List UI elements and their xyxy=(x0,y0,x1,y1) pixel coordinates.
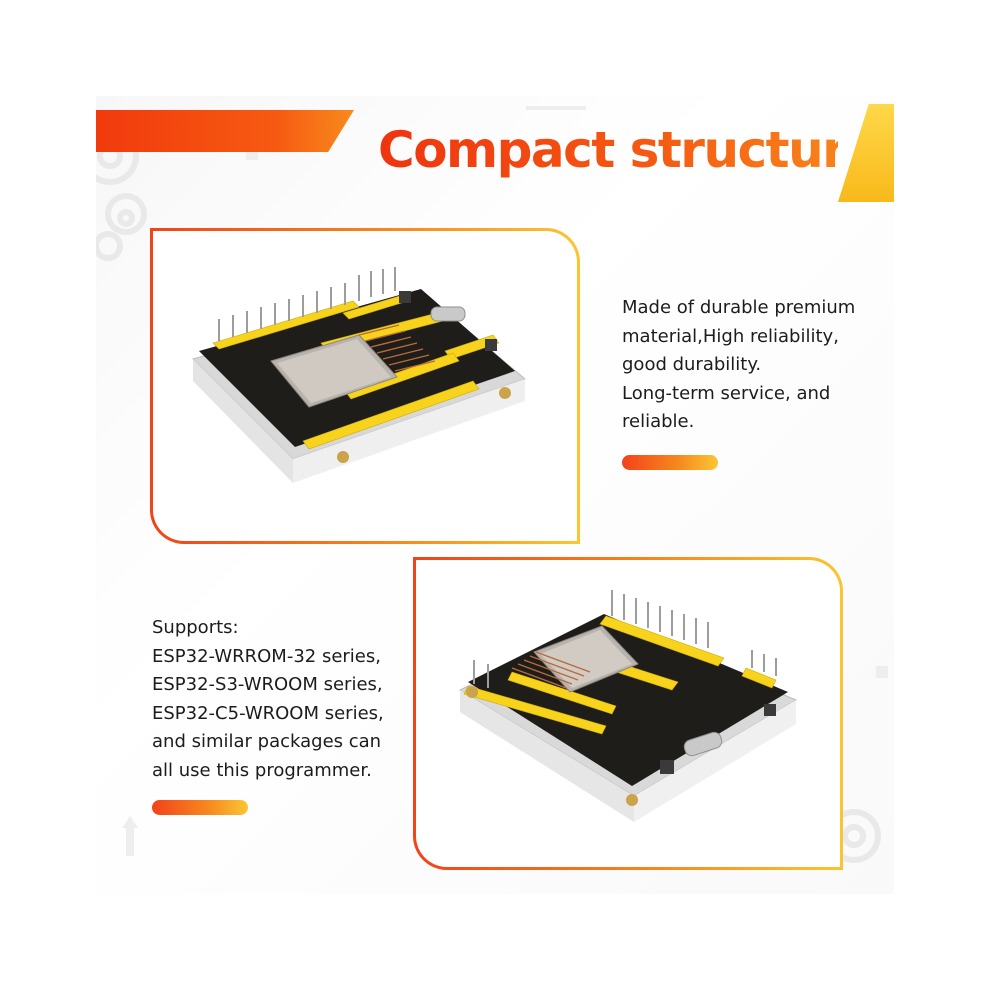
feature-2-line: all use this programmer. xyxy=(152,759,372,781)
feature-description-2: Supports: ESP32-WRROM-32 series, ESP32-S… xyxy=(152,614,384,785)
product-image-frame-2 xyxy=(413,557,843,870)
feature-1-line: Long-term service, and xyxy=(622,382,831,404)
feature-1-line: good durability. xyxy=(622,354,762,375)
feature-2-line: ESP32-S3-WROOM series, xyxy=(152,674,383,695)
feature-2-line: ESP32-WRROM-32 series, xyxy=(152,645,381,667)
title-accent-bar-left xyxy=(96,110,354,152)
page-title: Compact structure xyxy=(378,121,879,179)
product-image-frame-1 xyxy=(150,228,580,544)
feature-description-1: Made of durable premium material,High re… xyxy=(622,294,855,437)
feature-2-line: Supports: xyxy=(152,617,239,638)
feature-1-line: Made of durable premium xyxy=(622,297,856,318)
feature-1-line: reliable. xyxy=(622,411,695,432)
feature-1-line: material,High reliability, xyxy=(622,325,839,347)
esp32-board-angle-1-image xyxy=(192,267,526,483)
feature-2-line: and similar packages can xyxy=(152,731,382,752)
accent-pill-2 xyxy=(152,800,248,815)
feature-2-line: ESP32-C5-WROOM series, xyxy=(152,702,384,724)
accent-pill-1 xyxy=(622,455,718,470)
esp32-board-angle-2-image xyxy=(458,590,798,822)
